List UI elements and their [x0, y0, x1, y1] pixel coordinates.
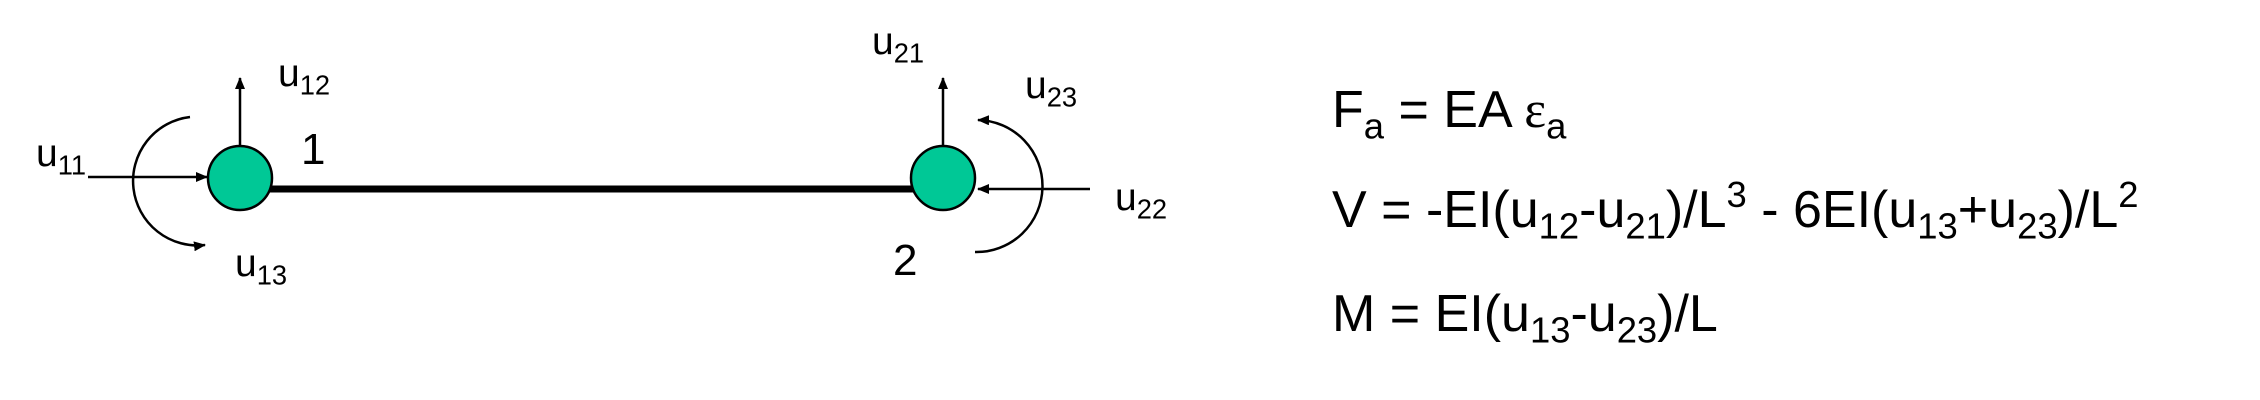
- u22-label: u22: [1115, 176, 1168, 225]
- node-1-circle: [206, 144, 274, 212]
- node-1-number: 1: [301, 125, 326, 174]
- u23-label: u23: [1025, 64, 1078, 113]
- beam-diagram: [88, 77, 1090, 254]
- u21-label: u21: [872, 20, 925, 69]
- u12-label: u12: [278, 52, 331, 101]
- shear-force-equation: V = -EI(u12-u21)/L3 - 6EI(u13+u23)/L2: [1332, 173, 2139, 247]
- moment-equation: M = EI(u13-u23)/L: [1332, 285, 1718, 351]
- u23-rotation-arrow: [974, 115, 1044, 254]
- axial-force-equation: Fa = EA εa: [1332, 81, 1567, 147]
- node-2-number: 2: [893, 236, 918, 285]
- u13-label: u13: [235, 242, 288, 291]
- u11-label: u11: [36, 132, 87, 181]
- u13-rotation-arrow: [131, 115, 206, 252]
- node-2-circle: [909, 144, 977, 212]
